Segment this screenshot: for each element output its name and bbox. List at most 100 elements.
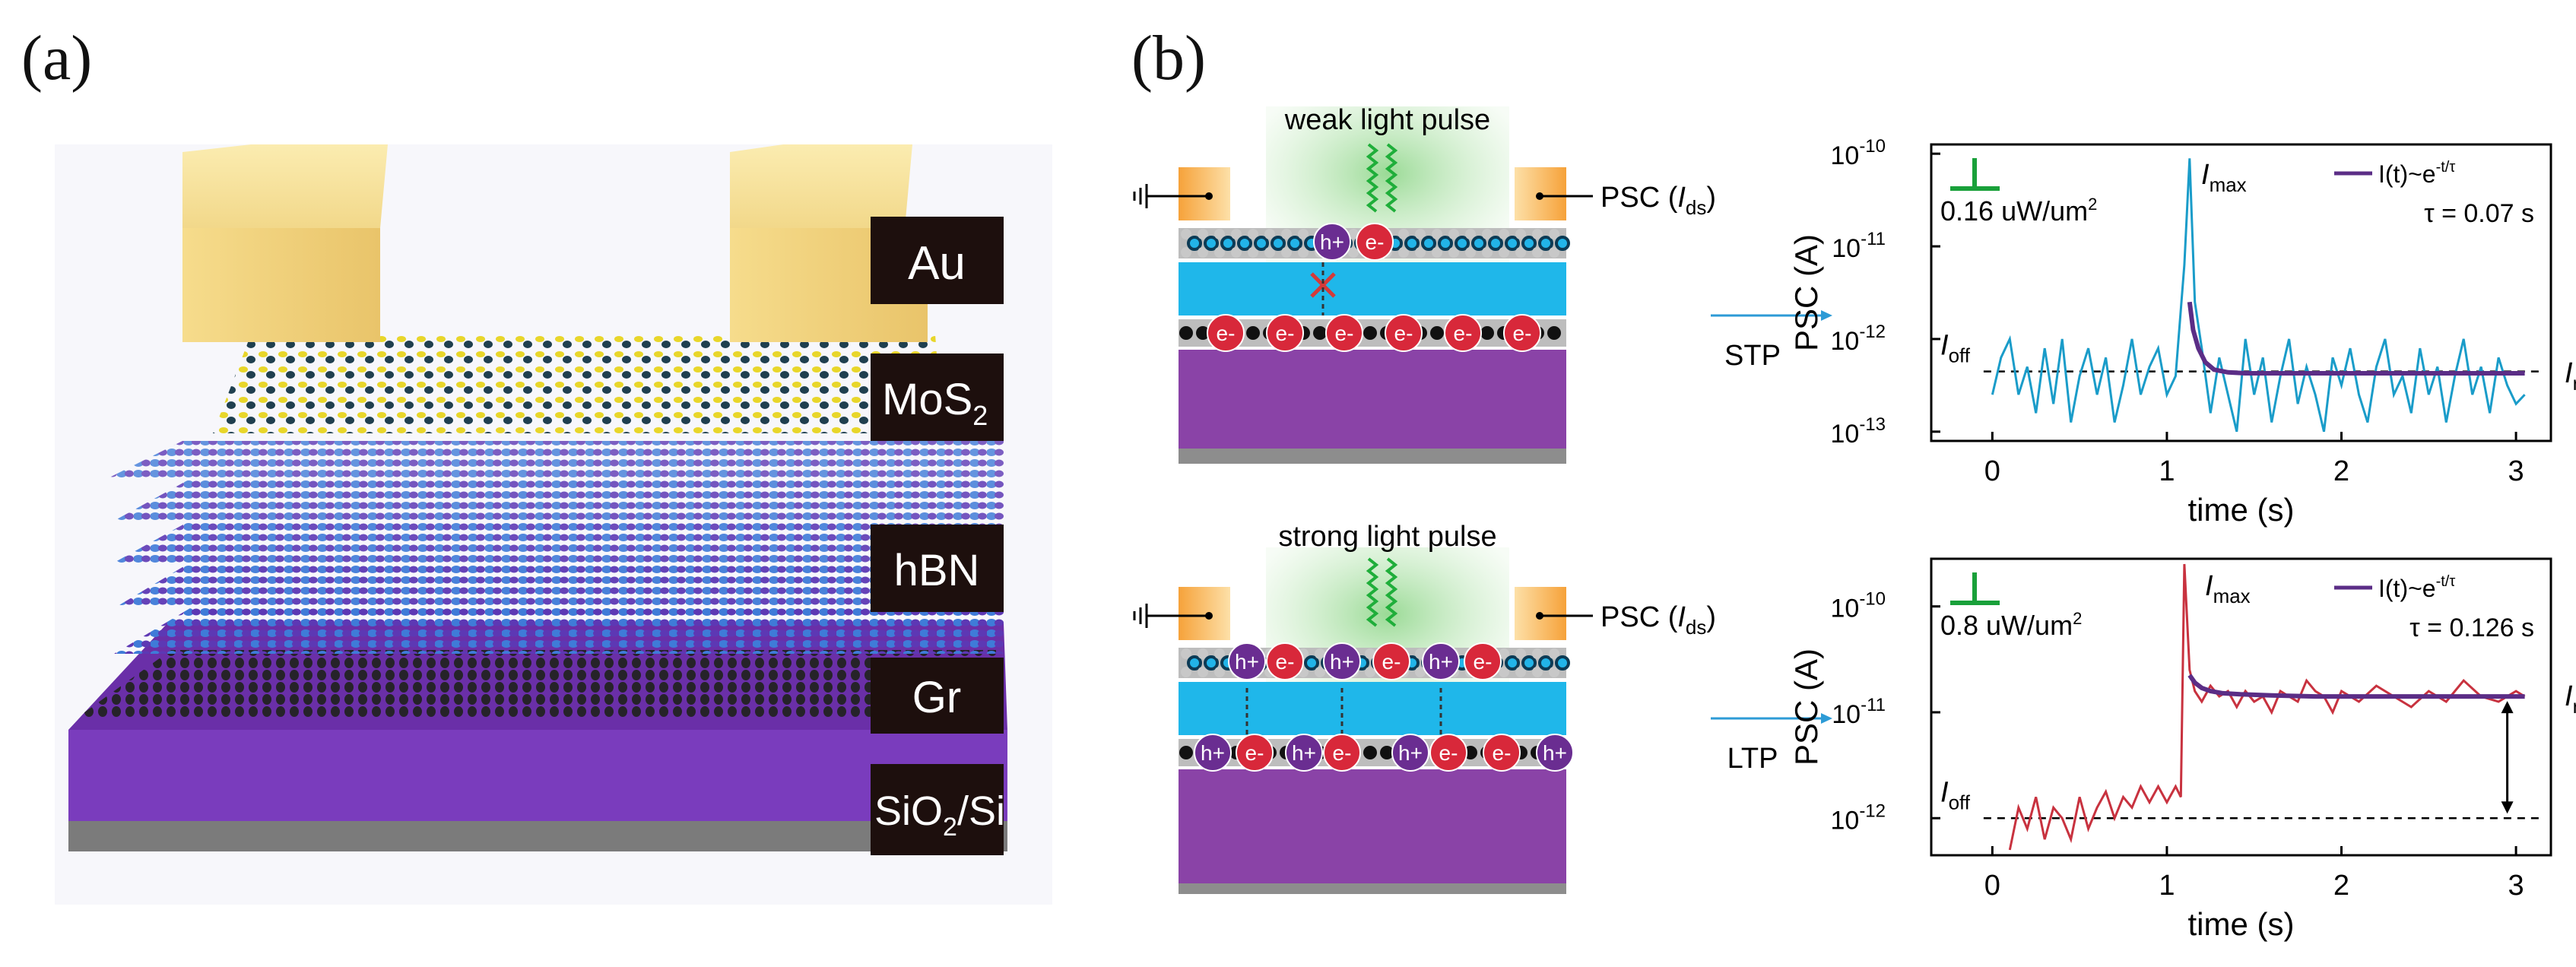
x-tick-label: 0	[1984, 870, 2000, 902]
carrier-label: h+	[1235, 650, 1259, 674]
atom	[1187, 236, 1202, 251]
device-stack-illustration: Au MoS2 hBN Gr SiO2/Si	[55, 144, 1052, 905]
imax-label: Imax	[2201, 159, 2247, 196]
atom	[1380, 746, 1394, 759]
dielectric-layer	[1179, 682, 1566, 735]
atom	[1549, 247, 1559, 258]
label-gr: Gr	[912, 673, 961, 722]
substrate-si-base	[68, 821, 1007, 851]
contact-left	[1179, 587, 1230, 640]
schematic-weak-pulse: weak light pulse PSC (Ids) h+e-e-e-e-e-e…	[1133, 104, 1716, 464]
hbn-layer-5	[106, 441, 1004, 479]
light-wave-icon	[1385, 143, 1398, 213]
atom	[1555, 236, 1570, 251]
atom	[1287, 236, 1302, 251]
electron-carrier	[1356, 223, 1394, 261]
carrier-label: e-	[1513, 322, 1532, 345]
label-box-hbn	[871, 525, 1004, 612]
atom	[1505, 655, 1520, 671]
atom	[1181, 667, 1191, 677]
atom	[1246, 326, 1260, 340]
contact-left	[1179, 167, 1230, 220]
atom	[1248, 229, 1258, 239]
carrier-label: h+	[1292, 741, 1316, 765]
carrier-label: e-	[1394, 322, 1413, 345]
atom	[1220, 236, 1236, 251]
hole-carrier	[1422, 642, 1460, 680]
atom	[1471, 236, 1486, 251]
stp-arrow: STP	[1711, 310, 1832, 372]
atom	[1549, 667, 1559, 677]
intensity-label: 0.16 uW/um2	[1940, 195, 2097, 227]
atom	[1204, 655, 1219, 671]
atom	[1532, 648, 1543, 659]
atom	[1538, 236, 1553, 251]
atom	[1363, 326, 1377, 340]
atom	[1304, 655, 1319, 671]
contact-dot	[1536, 612, 1543, 620]
atom	[1179, 746, 1193, 759]
atom	[1547, 326, 1561, 340]
plot-frame	[1930, 557, 2552, 857]
atom	[1432, 229, 1442, 239]
base	[1179, 883, 1566, 894]
hbn-layer-1	[114, 608, 1004, 654]
hole-carrier	[1536, 734, 1574, 772]
atom	[1438, 236, 1453, 251]
atom	[1480, 326, 1494, 340]
dielectric-layer	[1179, 262, 1566, 315]
atom	[1499, 247, 1509, 258]
atom	[1515, 648, 1526, 659]
ltp-label: LTP	[1727, 743, 1778, 775]
graphene-layer	[76, 650, 996, 718]
atom	[1488, 236, 1503, 251]
atom	[1448, 229, 1459, 239]
atom	[1281, 247, 1292, 258]
pulse-label: strong light pulse	[1278, 521, 1496, 553]
atom	[1404, 236, 1420, 251]
y-tick-label: 10-12	[1830, 322, 1886, 356]
atom	[1264, 229, 1275, 239]
contact-dot	[1536, 192, 1543, 200]
blocked-cross-icon	[1310, 272, 1336, 298]
atom	[1198, 229, 1208, 239]
electron-carrier	[1372, 642, 1410, 680]
atom	[1398, 247, 1409, 258]
panel-a-label: (a)	[21, 23, 93, 94]
atom	[1521, 236, 1537, 251]
fit-legend-label: I(t)~e-t/τ	[2378, 573, 2455, 602]
atom	[1298, 229, 1309, 239]
x-tick-label: 2	[2333, 870, 2349, 902]
atom	[1365, 667, 1375, 677]
atom	[1499, 667, 1509, 677]
atom	[1415, 247, 1426, 258]
atom	[1398, 229, 1409, 239]
hbn-layer-2	[114, 563, 1004, 608]
atom	[1237, 236, 1252, 251]
atom	[1198, 667, 1208, 677]
carrier-label: h+	[1201, 741, 1225, 765]
carrier-label: h+	[1320, 230, 1344, 254]
data-trace	[1991, 158, 2526, 433]
ir-label: Ir	[2565, 357, 2576, 395]
atom	[1465, 247, 1476, 258]
carrier-label: e-	[1493, 741, 1512, 765]
imax-label: Imax	[2205, 570, 2251, 607]
carrier-label: e-	[1474, 650, 1493, 674]
panel-b-label: (b)	[1131, 23, 1206, 94]
atom	[1538, 655, 1553, 671]
y-tick-label: 10-10	[1830, 136, 1886, 170]
ground-icon	[1133, 184, 1148, 208]
atom	[1532, 667, 1543, 677]
arrow-head	[2501, 801, 2514, 814]
hole-carrier	[1313, 223, 1351, 261]
hole-carrier	[1285, 734, 1323, 772]
mos2-layer	[213, 334, 943, 433]
atom	[1179, 326, 1193, 340]
ltp-arrow: LTP	[1711, 713, 1832, 775]
substrate	[1179, 350, 1566, 449]
carrier-label: e-	[1382, 650, 1401, 674]
au-electrode-right-top	[730, 144, 912, 228]
atom	[1254, 236, 1269, 251]
